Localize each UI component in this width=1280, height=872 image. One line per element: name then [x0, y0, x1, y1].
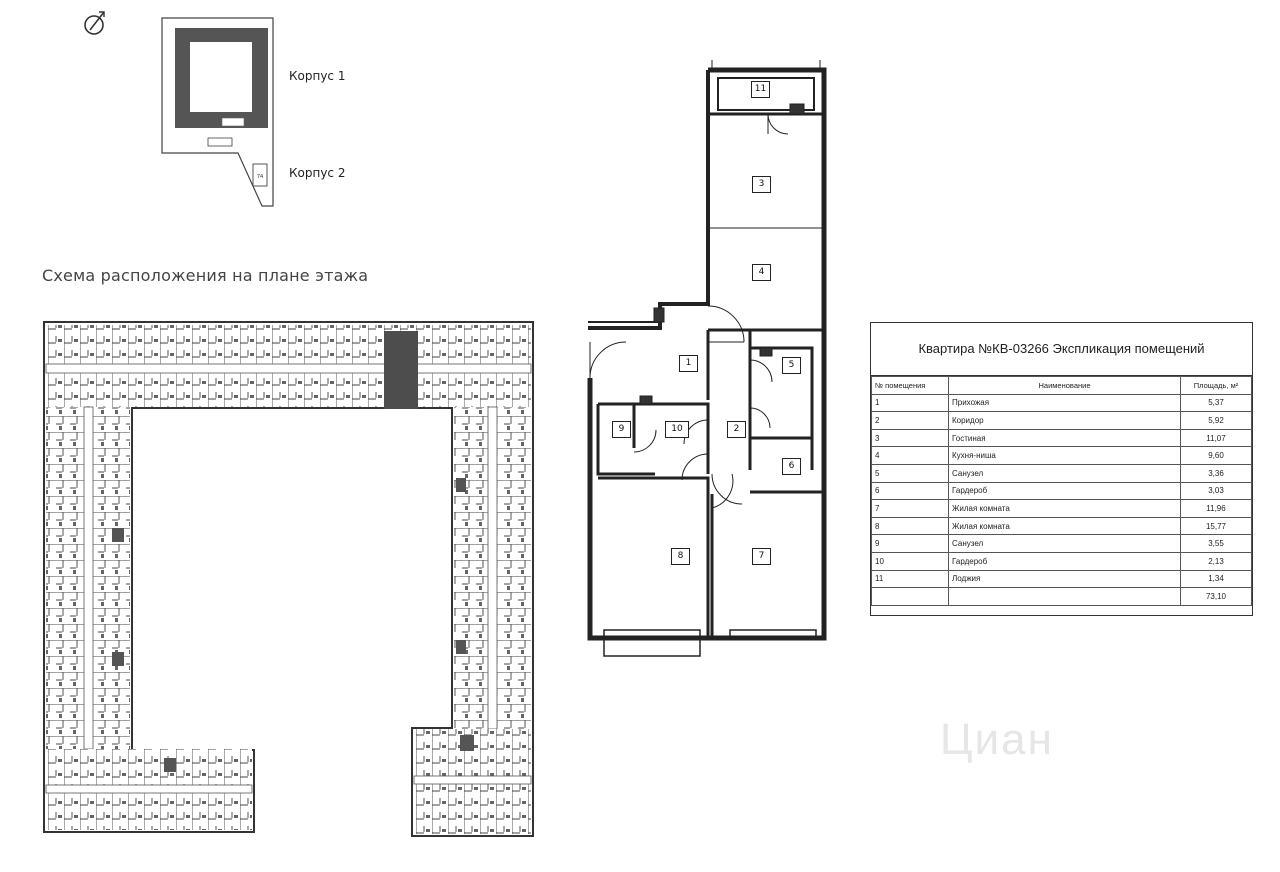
- room-area-cell: 3,36: [1180, 463, 1252, 483]
- watermark: Циан: [940, 715, 1054, 764]
- room-number-5: 5: [782, 357, 801, 374]
- room-area-cell: 5,92: [1180, 411, 1252, 430]
- header-number: № помещения: [871, 376, 949, 395]
- room-number-9: 9: [612, 421, 631, 438]
- building1-label: Корпус 1: [289, 69, 346, 83]
- room-area-cell: 15,77: [1180, 516, 1252, 536]
- svg-text:74: 74: [257, 174, 263, 180]
- room-number-10: 10: [665, 421, 689, 438]
- room-number-cell: 10: [871, 551, 949, 571]
- room-area-cell: 3,55: [1180, 534, 1252, 553]
- room-number-cell: 11: [871, 569, 949, 589]
- explication-table: Квартира №КВ-03266 Экспликация помещений…: [870, 322, 1253, 616]
- room-name-cell: Санузел: [948, 534, 1181, 553]
- room-number-7: 7: [752, 548, 771, 565]
- room-number-cell: 5: [871, 463, 949, 483]
- room-area-cell: 3,03: [1180, 481, 1252, 501]
- room-area-cell: 5,37: [1180, 393, 1252, 413]
- room-name-cell: Жилая комната: [948, 499, 1181, 518]
- room-number-cell: 6: [871, 481, 949, 501]
- room-name-cell: Кухня-ниша: [948, 446, 1181, 465]
- room-area-cell: 9,60: [1180, 446, 1252, 465]
- total-row: 73,10: [871, 587, 1252, 606]
- room-number-cell: 4: [871, 446, 949, 465]
- building2-label: Корпус 2: [289, 166, 346, 180]
- room-name-cell: Прихожая: [948, 393, 1181, 413]
- room-area-cell: 1,34: [1180, 569, 1252, 589]
- total-area-cell: 73,10: [1180, 587, 1252, 606]
- room-number-cell: 9: [871, 534, 949, 553]
- room-name-cell: Санузел: [948, 463, 1181, 483]
- header-area: Площадь, м²: [1180, 376, 1252, 395]
- room-number-6: 6: [782, 458, 801, 475]
- explication-title: Квартира №КВ-03266 Экспликация помещений: [871, 323, 1252, 376]
- room-area-cell: 11,96: [1180, 499, 1252, 518]
- floor-scheme-title: Схема расположения на плане этажа: [42, 266, 369, 285]
- room-name-cell: Лоджия: [948, 569, 1181, 589]
- room-area-cell: 2,13: [1180, 551, 1252, 571]
- room-number-cell: 2: [871, 411, 949, 430]
- room-name-cell: Гардероб: [948, 551, 1181, 571]
- room-area-cell: 11,07: [1180, 428, 1252, 448]
- room-number-cell: 7: [871, 499, 949, 518]
- room-name-cell: Жилая комната: [948, 516, 1181, 536]
- room-number-cell: 1: [871, 393, 949, 413]
- room-number-1: 1: [679, 355, 698, 372]
- room-number-3: 3: [752, 176, 771, 193]
- explication-header-row: № помещения Наименование Площадь, м²: [871, 376, 1252, 395]
- room-number-11: 11: [751, 81, 770, 98]
- room-number-8: 8: [671, 548, 690, 565]
- room-number-cell: 3: [871, 428, 949, 448]
- room-name-cell: Коридор: [948, 411, 1181, 430]
- room-number-2: 2: [727, 421, 746, 438]
- room-number-cell: 8: [871, 516, 949, 536]
- room-name-cell: Гардероб: [948, 481, 1181, 501]
- total-empty: [871, 587, 949, 606]
- total-empty: [948, 587, 1181, 606]
- room-name-cell: Гостиная: [948, 428, 1181, 448]
- room-number-4: 4: [752, 264, 771, 281]
- header-name: Наименование: [948, 376, 1181, 395]
